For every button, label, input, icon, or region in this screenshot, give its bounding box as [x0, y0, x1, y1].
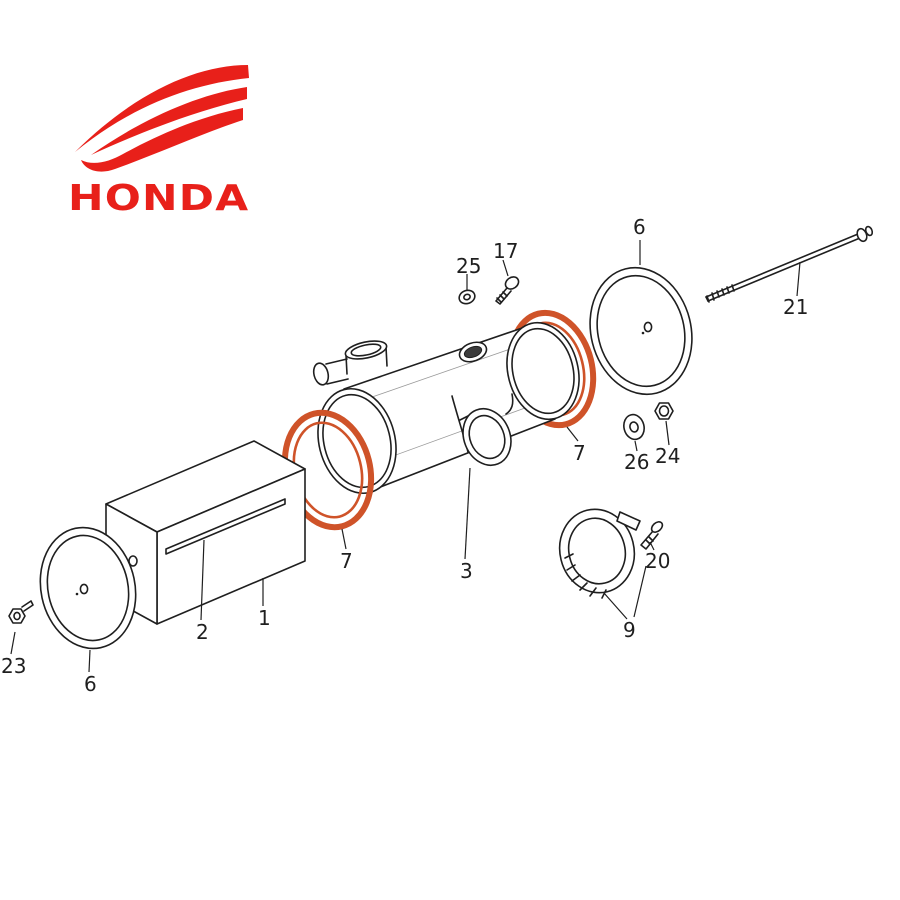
part-label-1: 1 — [258, 606, 271, 630]
part-label-9: 9 — [623, 618, 636, 642]
part-label-17: 17 — [493, 239, 519, 263]
long-bolt-21 — [705, 225, 874, 303]
leader-lines — [10, 240, 801, 673]
screw-17 — [495, 276, 520, 305]
brand-wordmark: HONDA — [68, 178, 250, 219]
part-label-7-left: 7 — [340, 549, 353, 573]
part-label-21: 21 — [783, 295, 809, 319]
top-opening — [458, 341, 488, 363]
honda-wing-icon — [75, 65, 249, 172]
honda-logo: HONDA — [60, 52, 260, 222]
washer-25 — [458, 289, 476, 305]
clamp-bolt-20 — [640, 521, 664, 550]
band-clamp-9 — [558, 508, 641, 599]
bolt-23 — [8, 600, 34, 624]
part-label-2: 2 — [196, 620, 209, 644]
cover-right-6 — [589, 266, 693, 396]
filter-slot-2 — [165, 498, 286, 555]
part-label-25: 25 — [456, 254, 482, 278]
outlet-elbow — [451, 393, 514, 467]
inlet-stub — [312, 340, 388, 386]
part-label-3: 3 — [460, 559, 473, 583]
part-label-24: 24 — [655, 444, 681, 468]
part-label-26: 26 — [624, 450, 650, 474]
part-label-20: 20 — [645, 549, 671, 573]
cover-left-6 — [39, 526, 137, 650]
part-label-6-left: 6 — [84, 672, 97, 696]
part-label-7-right: 7 — [573, 441, 586, 465]
part-label-6-right: 6 — [633, 215, 646, 239]
washer-26 — [623, 413, 645, 441]
air-chamber-housing-3 — [312, 321, 580, 495]
nut-24 — [654, 402, 674, 420]
part-label-23: 23 — [1, 654, 27, 678]
